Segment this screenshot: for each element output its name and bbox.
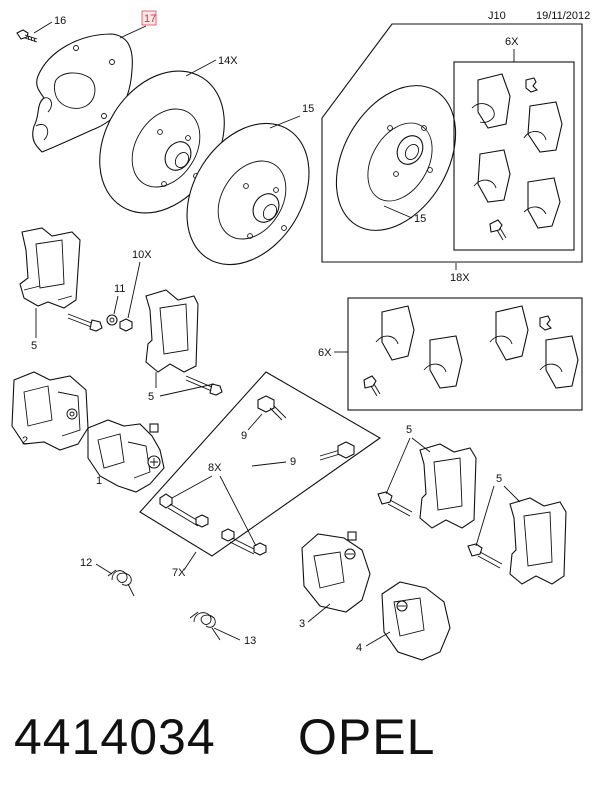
label-13: 13	[244, 635, 256, 647]
caliper-carrier-5c[interactable]	[419, 443, 477, 529]
diagram-code: J10	[488, 10, 506, 22]
kit-7x-frame	[139, 371, 382, 557]
label-18x: 18X	[450, 272, 470, 284]
label-8x: 8X	[208, 462, 222, 474]
label-9b: 9	[290, 456, 296, 468]
label-5b: 5	[148, 391, 154, 403]
bolt-5c[interactable]	[377, 491, 413, 517]
brake-pads-top[interactable]	[471, 73, 563, 241]
nut-10x[interactable]	[119, 318, 133, 332]
brake-caliper-4[interactable]	[381, 581, 451, 661]
label-2: 2	[22, 435, 28, 447]
spring-12[interactable]	[107, 569, 135, 597]
label-16: 16	[54, 15, 66, 27]
pad-kit-frame-mid	[347, 297, 583, 411]
brake-disc-14x[interactable]	[74, 48, 250, 236]
label-12: 12	[80, 557, 92, 569]
label-14x: 14X	[218, 55, 238, 67]
caliper-carrier-5b[interactable]	[145, 289, 199, 373]
guide-bolt-9a[interactable]	[257, 395, 287, 421]
diagram-date: 19/11/2012	[536, 10, 590, 22]
caliper-carrier-5d[interactable]	[509, 497, 567, 585]
label-3: 3	[299, 618, 305, 630]
backing-plate-17[interactable]	[32, 33, 133, 153]
label-15a: 15	[302, 103, 314, 115]
label-4: 4	[356, 642, 362, 654]
label-5c: 5	[406, 424, 412, 436]
spring-13[interactable]	[189, 611, 221, 641]
brake-disc-15[interactable]	[162, 101, 334, 287]
bolt-5a[interactable]	[67, 313, 103, 332]
label-5d: 5	[496, 473, 502, 485]
washer-11[interactable]	[106, 314, 118, 326]
label-11: 11	[114, 283, 125, 295]
caliper-carrier-5a[interactable]	[19, 227, 81, 309]
label-15b: 15	[414, 213, 426, 225]
brake-caliper-1[interactable]	[87, 419, 165, 493]
screw-16[interactable]	[16, 29, 38, 43]
footer-brand: OPEL	[298, 709, 436, 765]
label-17-box	[141, 10, 157, 26]
kit-18x-frame	[321, 23, 583, 263]
brake-disc-15-kit[interactable]	[312, 64, 480, 251]
guide-pin-8x[interactable]	[159, 493, 267, 556]
brake-caliper-2[interactable]	[11, 371, 89, 451]
label-7x: 7X	[172, 567, 186, 579]
label-1: 1	[96, 475, 102, 487]
guide-bolt-9b[interactable]	[319, 441, 355, 461]
label-6x-mid: 6X	[318, 347, 332, 359]
label-6x-top: 6X	[505, 36, 519, 48]
pad-kit-frame-top	[453, 61, 575, 251]
label-10x: 10X	[132, 249, 152, 261]
brake-caliper-3[interactable]	[301, 531, 371, 613]
label-9a: 9	[241, 430, 247, 442]
label-5a: 5	[31, 340, 37, 352]
brake-pads-middle[interactable]	[363, 305, 579, 397]
bolt-5d[interactable]	[467, 543, 503, 569]
label-17: 17	[144, 13, 156, 25]
bolt-5b[interactable]	[185, 375, 223, 396]
footer-part-number: 4414034	[14, 709, 216, 765]
